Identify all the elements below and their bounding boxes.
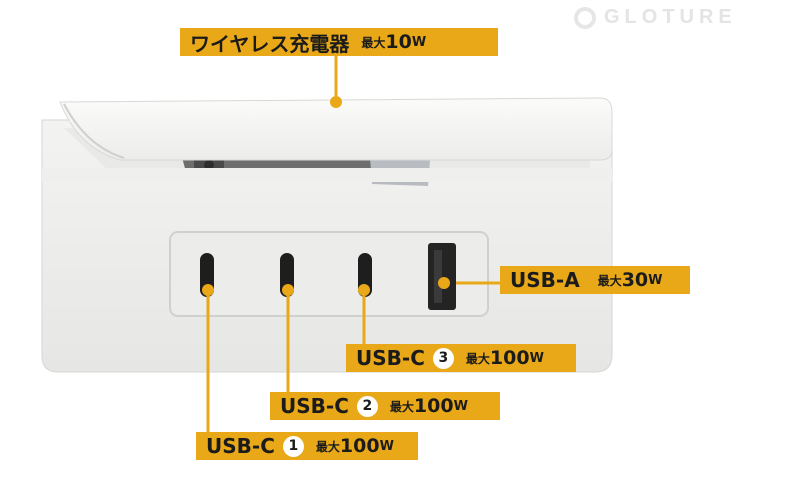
usb-c2-title: USB-C	[280, 394, 349, 418]
device-lower-strip	[42, 168, 612, 182]
label-usb-a: USB-A 最大 30 W	[500, 266, 690, 294]
label-usb-c-1: USB-C 1 最大 100 W	[196, 432, 418, 460]
watermark-text: GLOTURE	[604, 6, 737, 28]
wireless-charger-lid	[59, 97, 613, 161]
usb-c3-title: USB-C	[356, 346, 425, 370]
wireless-title: ワイヤレス充電器	[190, 31, 350, 56]
wireless-watt-value: 10	[385, 31, 412, 53]
g-logo-icon	[574, 6, 596, 29]
usb-c1-badge: 1	[282, 435, 304, 457]
usb-c3-badge: 3	[432, 347, 454, 369]
usb-a-watt-value: 30	[621, 269, 649, 291]
wireless-watt-unit: W	[411, 34, 427, 50]
watermark-logo: GLOTURE	[574, 6, 737, 29]
dot-usb-c1	[202, 284, 214, 296]
usb-c2-badge: 2	[356, 395, 378, 417]
usb-c1-watt-unit: W	[379, 438, 394, 454]
callout-lines	[206, 56, 500, 432]
usb-a-watt-unit: W	[648, 272, 663, 288]
usb-c3-watt-value: 100	[489, 347, 530, 369]
label-usb-c-2: USB-C 2 最大 100 W	[270, 392, 500, 420]
label-usb-c-3: USB-C 3 最大 100 W	[346, 344, 576, 372]
lid-edge-highlight	[63, 103, 125, 159]
usb-c2-watt-value: 100	[413, 395, 454, 417]
usb-c2-max-prefix: 最大	[389, 399, 414, 414]
dot-usb-c3	[358, 284, 370, 296]
port-panel	[169, 231, 489, 317]
usb-a-max-prefix: 最大	[597, 273, 622, 288]
callout-dots	[202, 96, 450, 296]
usb-c1-max-prefix: 最大	[315, 439, 340, 454]
dot-usb-a	[438, 277, 450, 289]
dot-wireless	[330, 96, 342, 108]
clip-screw	[204, 160, 214, 170]
usb-a-tongue	[434, 250, 442, 303]
usb-c2-watt-unit: W	[453, 398, 468, 414]
label-wireless-charger: ワイヤレス充電器 最大 10 W	[180, 28, 498, 56]
dot-usb-c2	[282, 284, 294, 296]
usb-c3-watt-unit: W	[529, 350, 544, 366]
usb-c1-watt-value: 100	[339, 435, 380, 457]
usb-c1-title: USB-C	[206, 434, 275, 458]
usb-c3-max-prefix: 最大	[465, 351, 490, 366]
wireless-max-prefix: 最大	[361, 35, 386, 50]
usb-a-title: USB-A	[510, 268, 580, 292]
